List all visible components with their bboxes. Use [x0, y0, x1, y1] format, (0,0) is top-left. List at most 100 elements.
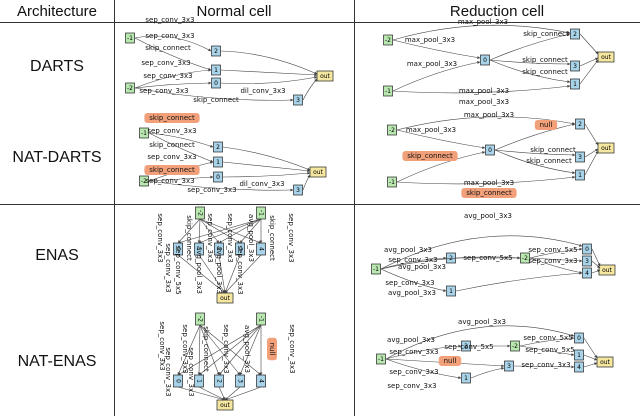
- graph-edge: [579, 59, 599, 85]
- op-label: avg_pool_3x3: [387, 336, 435, 344]
- op-label: avg_pool_3x3: [243, 325, 251, 373]
- op-label: sep_conv_3x3: [521, 361, 570, 369]
- op-label: skip_connect: [523, 30, 569, 38]
- node-label: -1: [258, 210, 265, 216]
- graph-node: 3: [582, 255, 592, 267]
- node-label: 0: [216, 174, 220, 181]
- graph-edge: [579, 33, 599, 55]
- node-box: [383, 85, 393, 97]
- op-label: avg_pool_3x3: [464, 212, 512, 220]
- op-highlight: [144, 113, 200, 123]
- graph-node: 2: [213, 141, 223, 153]
- graph-node: out: [597, 142, 615, 154]
- graph-node: -2: [383, 34, 393, 46]
- op-label: sep_conv_3x3: [206, 213, 214, 262]
- graph-edge: [134, 37, 212, 71]
- op-label: sep_conv_5x5: [523, 334, 572, 342]
- node-box: [582, 255, 592, 267]
- node-label: 2: [573, 31, 577, 38]
- op-highlight: [461, 188, 517, 198]
- graph-node: out: [316, 70, 334, 82]
- op-label: avg_pool_3x3: [195, 246, 203, 294]
- graph-edge: [392, 24, 571, 41]
- node-label: 3: [237, 379, 244, 383]
- node-box: [582, 243, 592, 255]
- header-reduction-cell: Reduction cell: [449, 2, 545, 20]
- op-label: skip_connect: [149, 141, 195, 149]
- graph-edge: [134, 87, 294, 102]
- node-box: [597, 142, 615, 154]
- graph-node: -2: [195, 206, 205, 220]
- op-label: sep_conv_3x3: [143, 72, 192, 80]
- graph-edge: [199, 324, 241, 376]
- node-label: out: [601, 145, 611, 152]
- graph-edge: [199, 324, 220, 376]
- op-label: sep_conv_3x3: [528, 257, 577, 265]
- node-box: [575, 118, 585, 130]
- node-label: out: [220, 295, 230, 302]
- graph-node: 3: [235, 374, 245, 388]
- op-highlight: [438, 356, 462, 366]
- graph-edge: [148, 180, 294, 192]
- node-box: [125, 32, 135, 44]
- graph-edge: [583, 337, 598, 359]
- node-label: 4: [258, 379, 265, 383]
- graph-node: -2: [139, 175, 149, 187]
- op-label: sep_conv_3x3: [385, 279, 434, 287]
- graph-edge: [224, 386, 262, 401]
- op-label: sep_conv_3x3: [388, 256, 437, 264]
- row-label-enas: ENAS: [35, 247, 79, 264]
- graph-edge: [455, 271, 583, 292]
- node-box: [446, 285, 456, 297]
- op-label: skip_connect: [466, 189, 512, 197]
- op-label: sep_conv_3x3: [226, 213, 234, 262]
- node-box: [211, 64, 221, 76]
- node-label: 3: [237, 247, 244, 251]
- node-label: -2: [141, 178, 147, 185]
- op-label: skip_connect: [202, 326, 210, 372]
- node-label: 1: [214, 67, 218, 74]
- node-label: 0: [488, 147, 492, 154]
- graph-edge: [302, 78, 318, 101]
- op-label: skip_connect: [145, 44, 191, 52]
- graph-node: 4: [256, 242, 266, 256]
- node-label: 0: [483, 57, 487, 64]
- node-box: [213, 156, 223, 168]
- graph-edge: [489, 59, 571, 84]
- graph-edge: [224, 254, 241, 294]
- graph-edge: [392, 39, 481, 60]
- graph-edge: [198, 254, 226, 294]
- column-divider: [354, 0, 355, 416]
- graph-edge: [218, 324, 262, 376]
- graph-edge: [494, 149, 576, 157]
- node-box: [213, 171, 223, 183]
- node-label: -2: [389, 127, 395, 134]
- op-label: sep_conv_3x3: [389, 348, 438, 356]
- graph-node: -1: [256, 312, 266, 326]
- graph-edge: [591, 248, 601, 267]
- node-box: [596, 356, 614, 368]
- graph-edge: [392, 61, 481, 92]
- node-label: out: [320, 73, 330, 80]
- op-label: sep_conv_3x3: [156, 213, 164, 262]
- node-label: 4: [577, 364, 581, 371]
- node-box: [461, 372, 471, 384]
- node-label: 1: [464, 375, 468, 382]
- node-label: -1: [378, 356, 384, 363]
- node-label: 1: [577, 352, 581, 359]
- op-label: sep_conv_3x3: [287, 213, 295, 262]
- graph-edge: [529, 247, 583, 259]
- node-box: [570, 28, 580, 40]
- graph-node: -1: [376, 353, 386, 365]
- op-label: sep_conv_3x3: [187, 347, 195, 396]
- node-label: 3: [573, 63, 577, 70]
- graph-edge: [134, 68, 212, 89]
- graph-edge: [239, 218, 262, 244]
- op-highlight: [534, 120, 558, 130]
- graph-edge: [222, 161, 311, 173]
- graph-node: -2: [387, 124, 397, 136]
- graph-edge: [513, 365, 575, 369]
- node-box: [574, 349, 584, 361]
- node-label: 1: [196, 379, 203, 383]
